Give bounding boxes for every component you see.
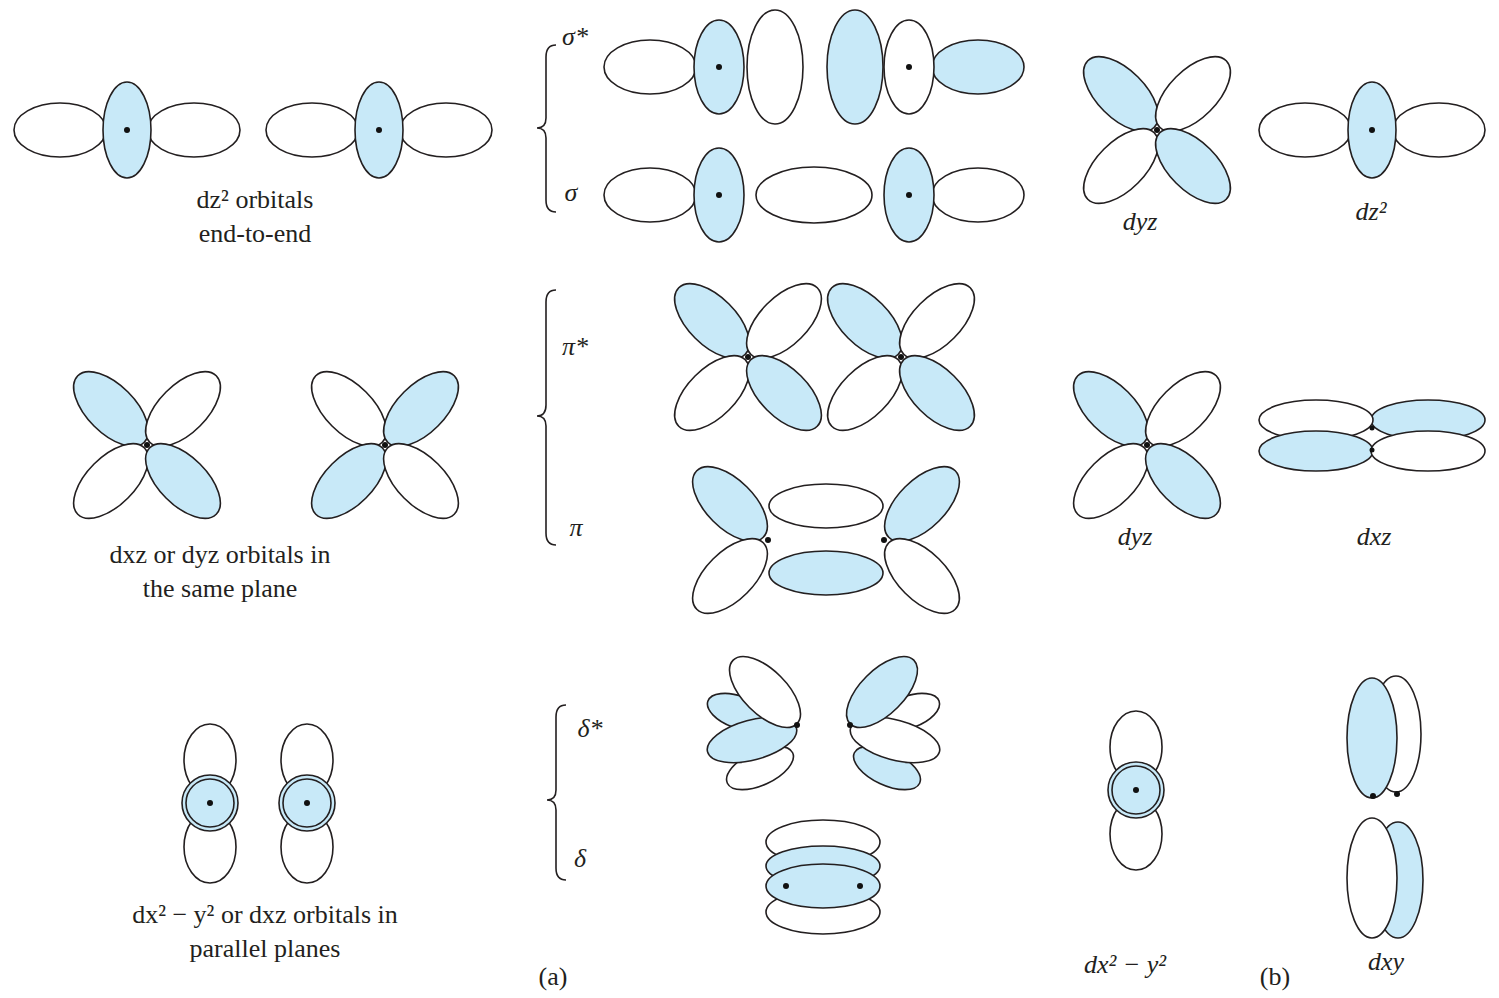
bond-label: δ* (577, 712, 602, 746)
bond-label: σ (565, 176, 578, 210)
caption-label: dx² − y² or dxz orbitals in parallel pla… (120, 898, 410, 966)
orbital-label: dz² (1356, 195, 1387, 229)
bond-label: σ* (562, 20, 588, 54)
orbital-label: dyz (1123, 205, 1158, 239)
orbital-label: dyz (1118, 520, 1153, 554)
caption-label: dz² orbitals end-to-end (180, 183, 330, 251)
bond-label: π (569, 511, 582, 545)
orbital-label: dxz (1357, 520, 1392, 554)
bond-label: π* (562, 330, 588, 364)
panel-label: (b) (1260, 960, 1290, 994)
bond-label: δ (574, 842, 586, 876)
caption-label: dxz or dyz orbitals in the same plane (100, 538, 340, 606)
orbital-label: dx² − y² (1084, 948, 1166, 982)
panel-label: (a) (539, 960, 568, 994)
orbital-label: dxy (1368, 945, 1404, 979)
